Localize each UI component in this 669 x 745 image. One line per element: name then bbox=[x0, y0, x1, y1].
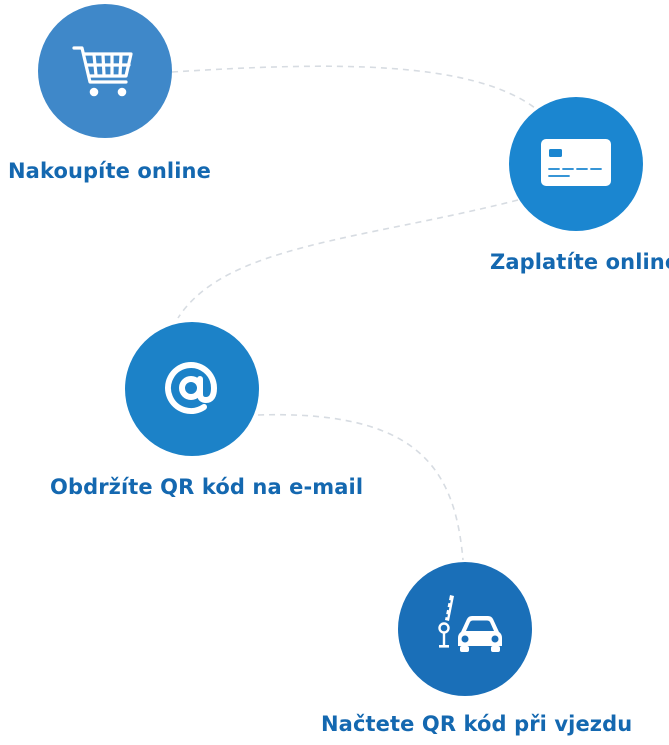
step-3-label: Obdržíte QR kód na e-mail bbox=[50, 475, 364, 499]
at-sign-icon bbox=[125, 322, 259, 456]
shopping-cart-icon bbox=[38, 4, 172, 138]
step-4-circle bbox=[398, 562, 532, 696]
car-barrier-icon bbox=[398, 562, 532, 696]
step-3-circle bbox=[125, 322, 259, 456]
connector-2-3 bbox=[177, 199, 519, 319]
step-2-label: Zaplatíte online bbox=[490, 250, 669, 274]
step-4-label: Načtete QR kód při vjezdu bbox=[321, 712, 633, 736]
credit-card-icon bbox=[509, 97, 643, 231]
connector-3-4 bbox=[257, 413, 464, 561]
step-1-circle bbox=[38, 4, 172, 138]
step-1-label: Nakoupíte online bbox=[8, 159, 211, 183]
step-2-circle bbox=[509, 97, 643, 231]
connector-1-2 bbox=[171, 65, 536, 109]
